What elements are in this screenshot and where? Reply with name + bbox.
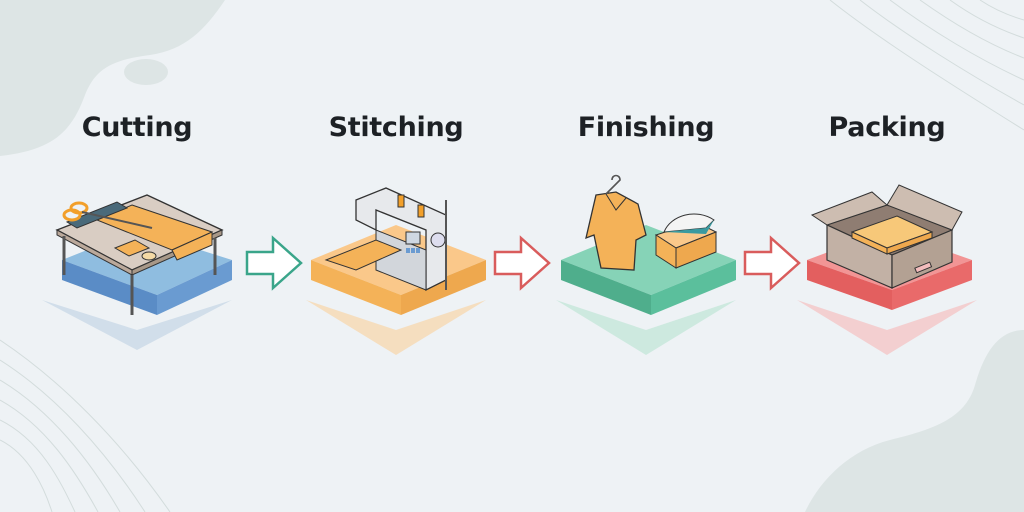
packing-box-icon bbox=[797, 184, 977, 355]
stage-title-packing: Packing bbox=[828, 112, 946, 143]
arrow-finishing-to-packing bbox=[743, 235, 801, 291]
stage-title-cutting: Cutting bbox=[81, 112, 193, 143]
stage-stitching: Stitching bbox=[296, 0, 496, 512]
cutting-table-icon bbox=[42, 194, 232, 350]
stage-title-finishing: Finishing bbox=[577, 112, 715, 143]
stage-packing: Packing bbox=[787, 0, 987, 512]
garment-iron-icon bbox=[556, 174, 736, 355]
stage-cutting: Cutting bbox=[37, 0, 237, 512]
stage-title-stitching: Stitching bbox=[328, 112, 464, 143]
sewing-machine-icon bbox=[306, 187, 486, 355]
arrow-stitching-to-finishing bbox=[493, 235, 551, 291]
arrow-cutting-to-stitching bbox=[245, 235, 303, 291]
stage-finishing: Finishing bbox=[546, 0, 746, 512]
